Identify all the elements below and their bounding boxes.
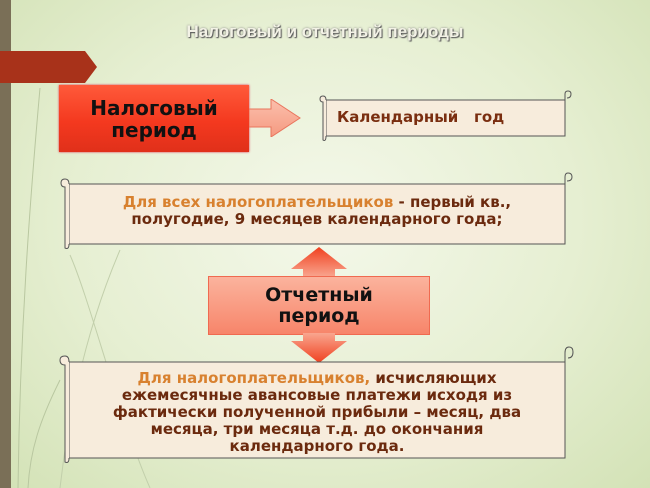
tax-period-label: Налоговый период <box>90 97 218 141</box>
left-decor-bar <box>0 0 11 488</box>
reporting-general-text: Для всех налогоплательщиков - первый кв.… <box>77 194 557 228</box>
arrow-right-icon <box>249 99 301 137</box>
reporting-general-scroll: Для всех налогоплательщиков - первый кв.… <box>57 172 575 250</box>
reporting-general-line2: полугодие, 9 месяцев календарного года; <box>131 210 503 228</box>
reporting-monthly-line2: ежемесячные авансовые платежи исходя из <box>121 386 513 404</box>
reporting-general-line1: - первый кв., <box>393 193 512 211</box>
tax-period-box: Налоговый период <box>59 85 249 152</box>
reporting-period-label-line2: период <box>278 304 360 327</box>
arrow-down-icon <box>291 333 347 363</box>
slide-title: Налоговый и отчетный периоды <box>186 22 464 41</box>
calendar-year-scroll: Календарный год <box>317 90 575 142</box>
reporting-period-label-line1: Отчетный <box>265 283 373 306</box>
reporting-period-label: Отчетный период <box>265 283 373 327</box>
reporting-monthly-line5: календарного года. <box>229 437 405 455</box>
reporting-monthly-text: Для налогоплательщиков, исчисляющих ежем… <box>75 370 559 455</box>
reporting-general-highlight: Для всех налогоплательщиков <box>122 193 394 211</box>
reporting-monthly-line4: месяца, три месяца т.д. до окончания <box>150 420 484 438</box>
calendar-year-text: Календарный год <box>337 108 505 126</box>
reporting-monthly-scroll: Для налогоплательщиков, исчисляющих ежем… <box>57 344 575 464</box>
reporting-monthly-highlight: Для налогоплательщиков, <box>137 369 371 387</box>
tax-period-label-line1: Налоговый <box>90 95 218 120</box>
reporting-period-box: Отчетный период <box>208 276 430 335</box>
tax-period-label-line2: период <box>111 117 197 142</box>
reporting-monthly-line1: исчисляющих <box>370 369 497 387</box>
arrow-up-icon <box>291 247 347 277</box>
reporting-monthly-line3: фактически полученной прибыли – месяц, д… <box>112 403 522 421</box>
red-tab-decor <box>0 51 97 83</box>
